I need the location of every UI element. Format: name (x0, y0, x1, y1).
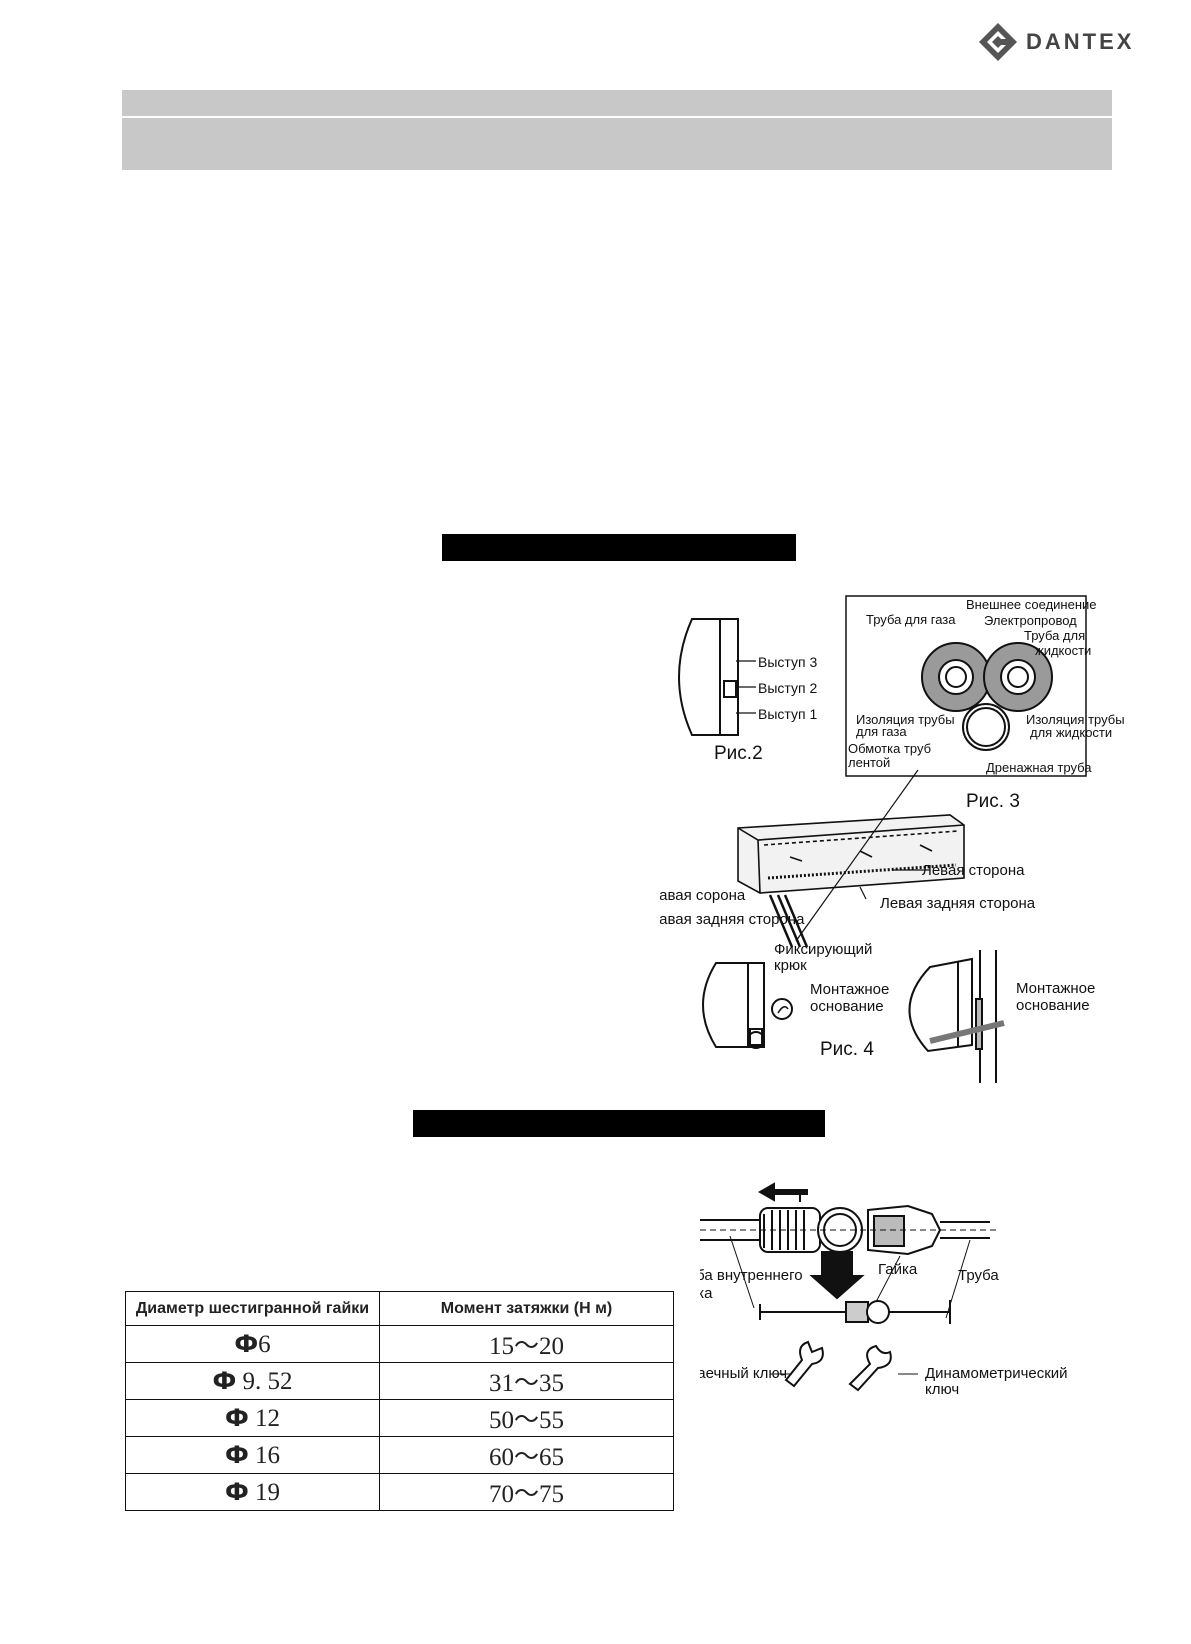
flare-indoor-pipe-2: блока (700, 1285, 713, 1302)
nut-diameter-cell: Ф 12 (125, 1399, 380, 1437)
table-row: Ф6 15～20 (125, 1325, 674, 1363)
fig2-caption: Рис.2 (714, 743, 763, 764)
header-tightening-torque: Момент затяжки (Н м) (379, 1291, 674, 1326)
torque-cell: 15～20 (379, 1325, 674, 1363)
torque-cell: 60～65 (379, 1436, 674, 1474)
unit-right-side: Правая сорона (660, 887, 746, 904)
flare-connection-figure: Труба внутреннего блока Гайка Труба Гаеч… (700, 1182, 1068, 1398)
header-nut-diameter: Диаметр шестигранной гайки (125, 1291, 380, 1326)
fig2-label-3: Выступ 1 (758, 706, 817, 722)
nut-diameter-cell: Ф 16 (125, 1436, 380, 1474)
section-heading-bar-2 (413, 1110, 825, 1137)
nut-size: 6 (258, 1330, 271, 1358)
fig3-caption: Рис. 3 (966, 791, 1020, 812)
phi-symbol: Ф (224, 1403, 249, 1432)
flare-spanner: Гаечный ключ (700, 1365, 787, 1382)
fig4-caption: Рис. 4 (820, 1039, 874, 1060)
unit-left-side: Левая сторона (922, 862, 1025, 879)
phi-symbol: Ф (234, 1329, 259, 1358)
torque-cell: 50～55 (379, 1399, 674, 1437)
torque-cell: 31～35 (379, 1362, 674, 1400)
nut-diameter-cell: Ф 19 (125, 1473, 380, 1511)
fig2-unit-side (678, 618, 756, 736)
fig3-tape-wrap-1: Обмотка труб (848, 741, 931, 756)
brand-name: DANTEX (1026, 29, 1135, 54)
fig4-unit-right (908, 950, 1005, 1083)
torque-cell: 70～75 (379, 1473, 674, 1511)
phi-symbol: Ф (224, 1477, 249, 1506)
flare-torque-wrench-2: ключ (925, 1381, 959, 1398)
fig3-external-connection: Внешнее соединение (966, 597, 1097, 612)
fig3-drain-pipe: Дренажная труба (986, 760, 1092, 775)
header-bar-edge (1104, 118, 1112, 144)
fig4-base-1: Монтажное (810, 981, 889, 998)
nut-size: 9. 52 (236, 1367, 293, 1395)
brand-logo: DANTEX (978, 18, 1178, 64)
fig3-gas-insulation-2: для газа (856, 724, 907, 739)
nut-size: 16 (248, 1441, 281, 1469)
phi-symbol: Ф (224, 1440, 249, 1469)
header-bar-bottom (122, 118, 1112, 170)
flare-torque-wrench-1: Динамометрический (925, 1365, 1068, 1382)
flare-pipe-drawing (700, 1182, 1000, 1392)
header-bar-top (122, 90, 1112, 116)
unit-right-rear: Правая задняя сторона (660, 911, 805, 928)
fig3-tape-wrap-2: лентой (848, 755, 890, 770)
fig4-hook-1: Фиксирующий (774, 941, 872, 958)
section-heading-bar-1 (442, 534, 796, 561)
fig3-liquid-insulation-1: Изоляция трубы (1026, 712, 1125, 727)
nut-size: 12 (248, 1404, 281, 1432)
dantex-diamond-icon (979, 23, 1017, 61)
fig4-base-right-2: основание (1016, 997, 1090, 1014)
fig4-base-right-1: Монтажное (1016, 980, 1095, 997)
fig3-liquid-pipe-1: Труба для (1024, 628, 1085, 643)
table-row: Ф 19 70～75 (125, 1473, 674, 1511)
torque-table: Диаметр шестигранной гайки Момент затяжк… (125, 1291, 674, 1511)
nut-diameter-cell: Ф6 (125, 1325, 380, 1363)
fig3-frame (845, 595, 1087, 777)
fig3-power-cable: Электропровод (984, 613, 1077, 628)
fig3-liquid-pipe-2: жидкости (1035, 643, 1091, 658)
unit-rear-view (737, 769, 965, 948)
nut-diameter-cell: Ф 9. 52 (125, 1362, 380, 1400)
flare-pipe: Труба (958, 1267, 999, 1284)
fig3-gas-insulation-1: Изоляция трубы (856, 712, 955, 727)
table-row: Ф 16 60～65 (125, 1436, 674, 1474)
phi-symbol: Ф (212, 1366, 237, 1395)
flare-indoor-pipe-1: Труба внутреннего (700, 1267, 803, 1284)
fig4-hook-2: крюк (774, 957, 807, 974)
fig4-base-2: основание (810, 998, 884, 1015)
installation-figures: Выступ 3 Выступ 2 Выступ 1 Рис.2 Внешнее… (660, 595, 1125, 1083)
table-header-row: Диаметр шестигранной гайки Момент затяжк… (125, 1291, 674, 1326)
nut-size: 19 (248, 1478, 281, 1506)
table-row: Ф 9. 52 31～35 (125, 1362, 674, 1400)
fig3-liquid-insulation-2: для жидкости (1030, 725, 1112, 740)
fig4-unit-left (702, 962, 793, 1049)
table-row: Ф 12 50～55 (125, 1399, 674, 1437)
fig3-gas-pipe: Труба для газа (866, 612, 956, 627)
flare-nut: Гайка (878, 1261, 918, 1278)
fig3-pipe-bundle (921, 642, 1053, 751)
unit-left-rear: Левая задняя сторона (880, 895, 1036, 912)
fig2-label-2: Выступ 2 (758, 680, 817, 696)
fig2-label-1: Выступ 3 (758, 654, 817, 670)
